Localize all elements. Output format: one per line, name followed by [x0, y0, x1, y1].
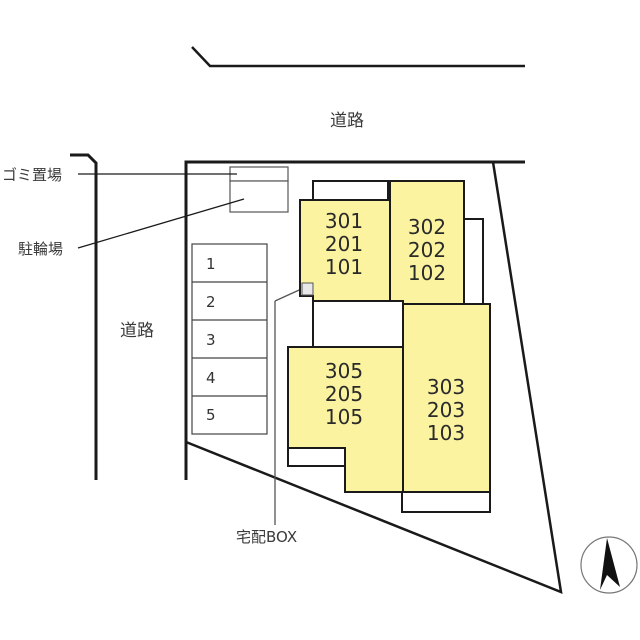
road-edge-left [70, 153, 98, 480]
parking-slot-2: 2 [206, 293, 216, 311]
parking-slot-4: 4 [206, 369, 216, 387]
unit-302: 302 [407, 215, 447, 239]
parking-slot-5: 5 [206, 406, 216, 424]
unit-103: 103 [426, 421, 466, 445]
unit-205: 205 [324, 382, 364, 406]
unit-105: 105 [324, 405, 364, 429]
bicycle-area [229, 180, 289, 213]
unit-labels-b: 302 202 102 [397, 216, 457, 285]
bicycle-label: 駐輪場 [18, 240, 64, 258]
unit-102: 102 [407, 261, 447, 285]
road-edge-top [191, 46, 525, 68]
building-unit-c [287, 346, 404, 493]
parking-slot-3: 3 [206, 331, 216, 349]
delivery-box [301, 282, 314, 296]
delivery-box-label: 宅配BOX [236, 528, 298, 546]
unit-labels-c: 305 205 105 [314, 360, 374, 429]
unit-labels-d: 303 203 103 [416, 376, 476, 445]
site-boundary-diagonal [185, 161, 563, 594]
unit-labels-a: 301 201 101 [314, 210, 374, 279]
north-arrow-icon [580, 536, 638, 594]
unit-305: 305 [324, 359, 364, 383]
road-label-left: 道路 [120, 321, 154, 341]
unit-202: 202 [407, 238, 447, 262]
unit-201: 201 [324, 232, 364, 256]
site-boundary [184, 160, 525, 480]
parking-slot-1: 1 [206, 255, 216, 273]
unit-101: 101 [324, 255, 364, 279]
garbage-label: ゴミ置場 [2, 166, 63, 184]
unit-301: 301 [324, 209, 364, 233]
garbage-area [229, 166, 289, 182]
unit-303: 303 [426, 375, 466, 399]
unit-203: 203 [426, 398, 466, 422]
road-label-top: 道路 [330, 111, 364, 131]
